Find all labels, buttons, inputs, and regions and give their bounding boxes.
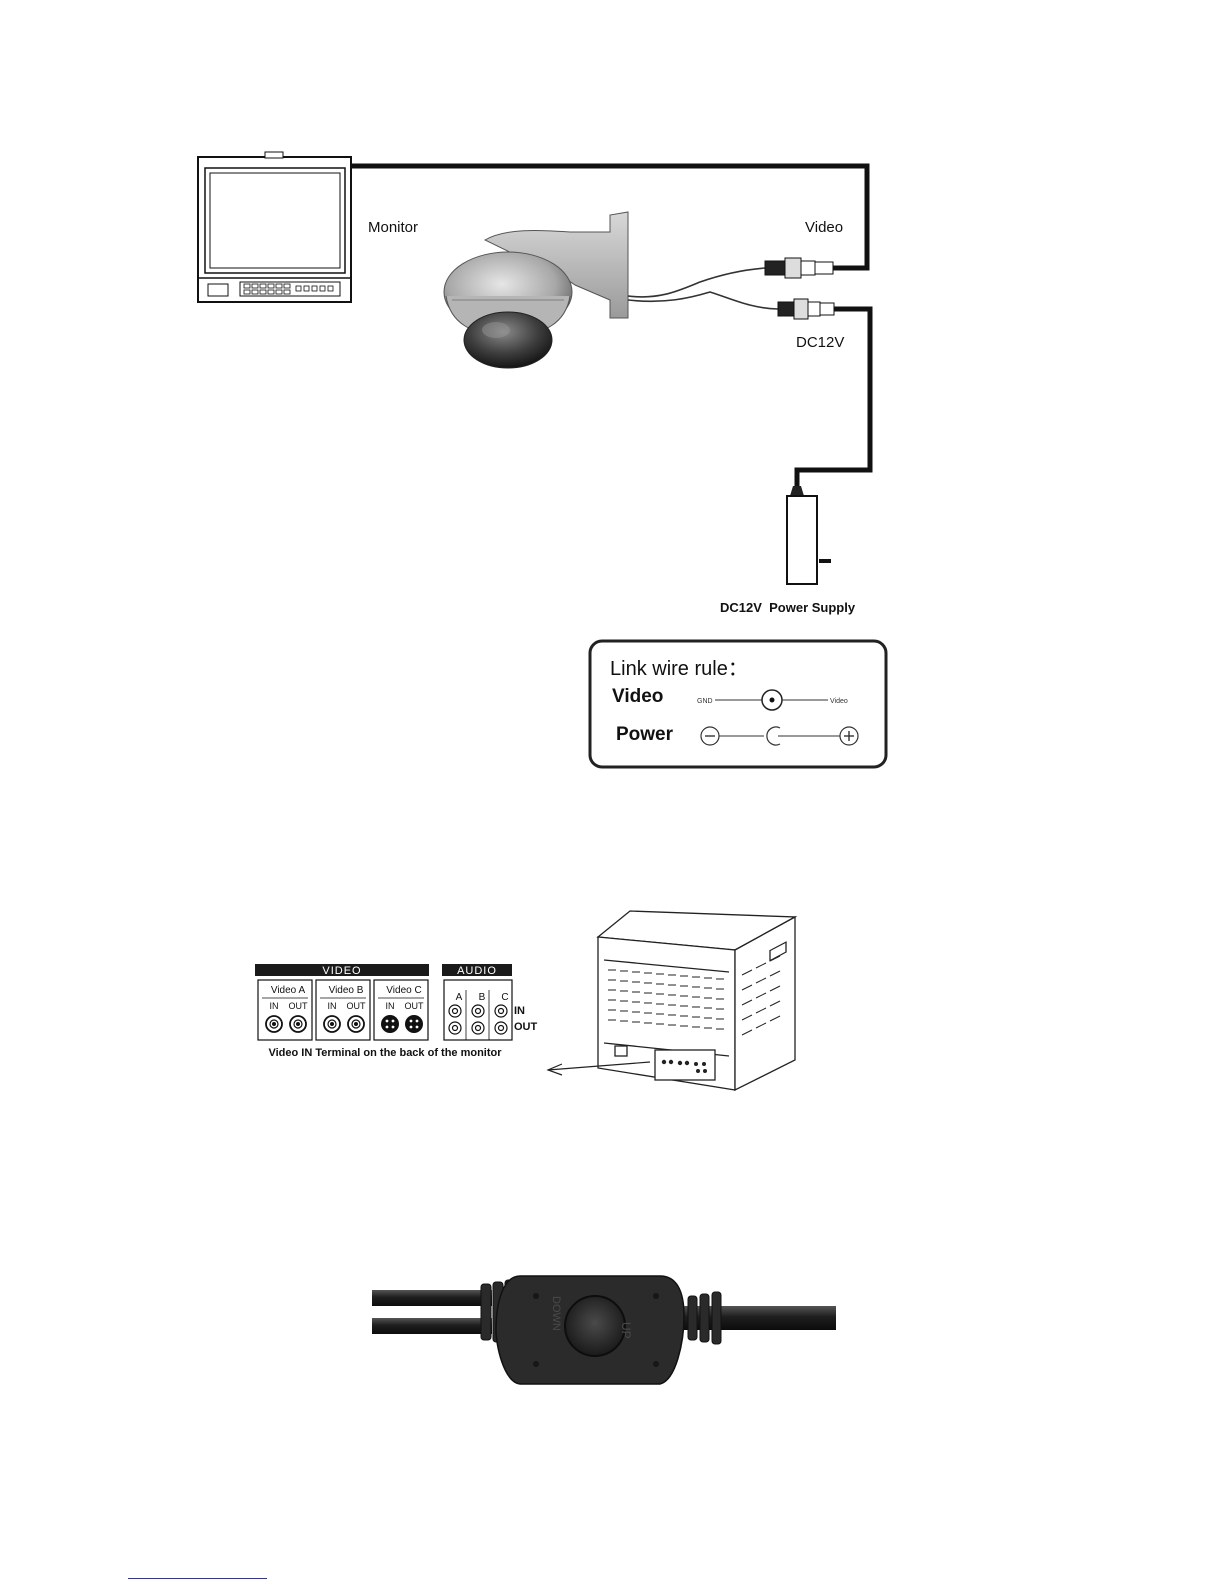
joystick-knob-icon <box>565 1296 625 1356</box>
video-a-label: Video A <box>271 985 306 996</box>
video-bnc-connector <box>765 258 833 278</box>
joystick-up-label: UP <box>619 1322 633 1339</box>
bnc-jack-icons <box>266 1016 364 1032</box>
terminal-caption: Video IN Terminal on the back of the mon… <box>268 1047 502 1059</box>
terminal-panel: VIDEO AUDIO Video A Video B Video C IN O… <box>255 964 538 1059</box>
video-c-out-label: OUT <box>405 1001 425 1011</box>
rule-video-text: Video <box>830 698 848 705</box>
audio-out-label: OUT <box>514 1021 538 1033</box>
video-b-label: Video B <box>329 985 364 996</box>
video-c-label: Video C <box>386 985 421 996</box>
audio-c-label: C <box>501 992 508 1003</box>
monitor-illustration <box>198 152 351 302</box>
monitor-back-illustration <box>548 911 795 1090</box>
video-c-in-label: IN <box>386 1001 395 1011</box>
audio-b-label: B <box>479 992 486 1003</box>
power-dc-connector <box>778 299 834 319</box>
rule-power-label: Power <box>616 724 674 745</box>
rule-gnd-text: GND <box>697 698 713 705</box>
power-supply-illustration <box>787 486 831 584</box>
audio-in-label: IN <box>514 1005 525 1017</box>
video-b-in-label: IN <box>328 1001 337 1011</box>
joystick-cable-illustration: UP DOWN <box>372 1276 836 1384</box>
monitor-label: Monitor <box>368 219 418 236</box>
footer-rule <box>128 1578 267 1579</box>
audio-a-label: A <box>456 992 463 1003</box>
power-supply-label: DC12V Power Supply <box>720 600 856 615</box>
audio-header: AUDIO <box>457 965 497 977</box>
video-a-out-label: OUT <box>289 1001 309 1011</box>
video-b-out-label: OUT <box>347 1001 367 1011</box>
camera-pigtail <box>628 268 778 309</box>
link-wire-rule-title: Link wire rule： <box>610 658 748 680</box>
joystick-down-label: DOWN <box>550 1296 562 1331</box>
link-wire-rule-box: Link wire rule： Video Power GND Video <box>590 641 886 767</box>
video-header: VIDEO <box>322 965 361 977</box>
rule-video-label: Video <box>612 686 663 707</box>
dc12v-label: DC12V <box>796 334 844 351</box>
video-label: Video <box>805 219 843 236</box>
video-a-in-label: IN <box>270 1001 279 1011</box>
dome-camera-illustration <box>444 212 628 368</box>
